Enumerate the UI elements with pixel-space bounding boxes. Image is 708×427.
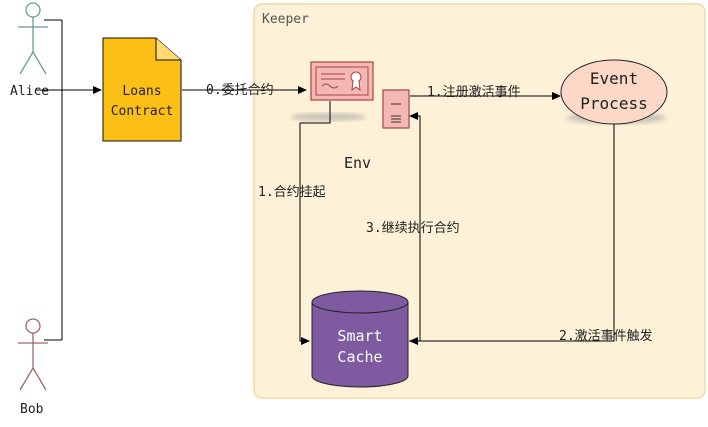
smart-cache-node: Smart Cache <box>311 290 409 388</box>
env-server-icon <box>382 89 410 129</box>
alice-actor <box>18 2 48 75</box>
alice-label: Alice <box>10 84 49 99</box>
smart-cache-line2: Cache <box>337 348 382 366</box>
bob-label: Bob <box>20 402 44 417</box>
event-process-line1: Event <box>590 69 638 88</box>
keeper-zone-label: Keeper <box>262 12 309 27</box>
loans-contract-line1: Loans <box>122 84 161 99</box>
event-process-node: Event Process <box>560 59 668 125</box>
register-label: 1.注册激活事件 <box>427 85 521 100</box>
env-certificate-icon <box>290 61 374 121</box>
loans-contract-line2: Contract <box>111 104 174 119</box>
resume-label: 3.继续执行合约 <box>366 221 460 236</box>
smart-cache-line1: Smart <box>337 327 382 345</box>
loans-contract-doc: Loans Contract <box>102 37 182 142</box>
delegate-label: 0.委托合约 <box>206 83 274 98</box>
bob-actor <box>18 318 48 391</box>
actor-connectors <box>35 19 102 341</box>
trigger-arrow <box>409 124 615 345</box>
suspend-label: 1.合约挂起 <box>258 185 326 200</box>
env-label: Env <box>344 154 371 172</box>
suspend-arrow <box>299 101 331 345</box>
trigger-label: 2.激活事件触发 <box>559 328 653 344</box>
event-process-line2: Process <box>580 94 647 113</box>
